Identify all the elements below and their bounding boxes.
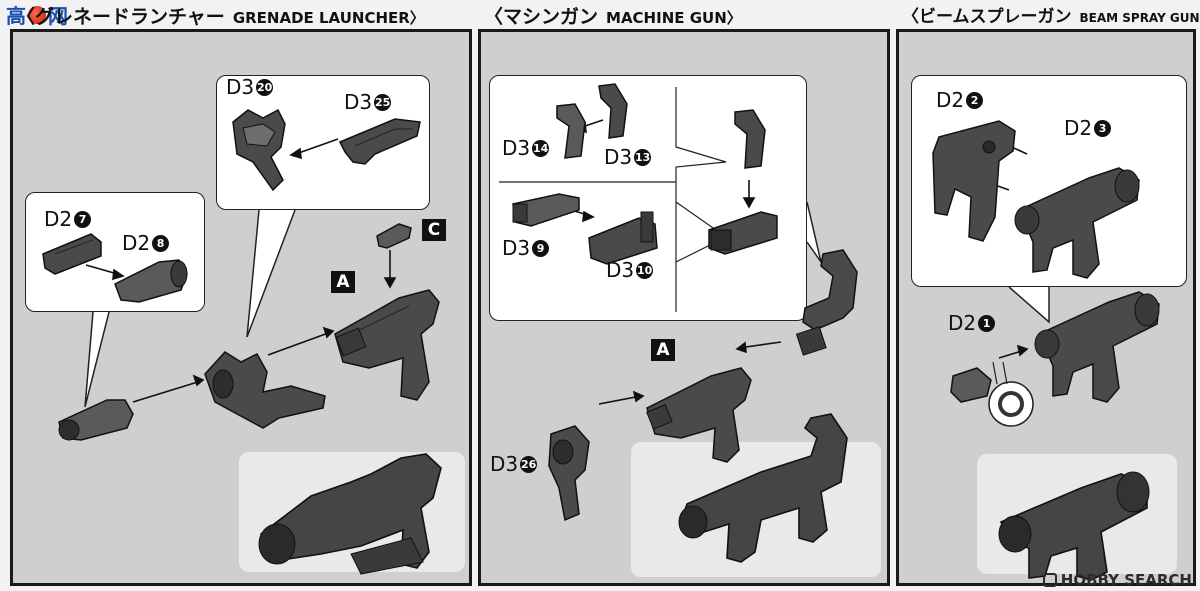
section-title-grenade: 〈グレネードランチャー GRENADE LAUNCHER〉: [16, 2, 425, 32]
part-d2-2: [932, 120, 1016, 242]
part-stock-assembled: [708, 211, 778, 255]
watermark-text: HOBBY SEARCH: [1060, 571, 1192, 589]
logo-char: 网: [48, 4, 68, 28]
panel-machine-gun: [478, 29, 890, 586]
title-jp: 〈ビームスプレーガン: [902, 7, 1072, 27]
part-grip-assembled: [734, 109, 766, 169]
panel-beam-spray-gun: [896, 29, 1196, 586]
watermark: HOBBY SEARCH: [1042, 571, 1192, 589]
part-grenade-body: [204, 351, 326, 429]
completed-grenade-launcher: [258, 453, 442, 575]
callout-pointers: [84, 138, 397, 408]
part-mg-base-a: [646, 367, 752, 463]
part-d3-20: [232, 108, 286, 192]
part-d3-26: [548, 425, 590, 522]
part-c: [376, 223, 412, 249]
part-d2-3: [1014, 167, 1140, 279]
part-barrel-assembled: [58, 399, 134, 441]
completed-machine-gun: [678, 413, 848, 563]
ball-icon: [28, 5, 46, 24]
title-en: BEAM SPRAY GUN〉: [1079, 11, 1200, 25]
part-d2-7: [42, 233, 102, 275]
title-en: MACHINE GUN〉: [606, 9, 742, 27]
part-d2-8: [114, 259, 188, 303]
completed-beam-spray-gun: [998, 471, 1150, 581]
section-title-beam-spray-gun: 〈ビームスプレーガン BEAM SPRAY GUN〉: [902, 2, 1200, 32]
logo-char: 高: [6, 4, 26, 28]
part-d3-14: [556, 103, 586, 159]
title-jp: 〈グレネードランチャー: [16, 6, 225, 28]
part-d2-1: [950, 367, 992, 403]
part-d3-25: [338, 118, 421, 165]
title-jp: 〈マシンガン: [484, 6, 599, 28]
site-logo: 高 网: [6, 0, 68, 29]
title-en: GRENADE LAUNCHER〉: [232, 9, 425, 27]
part-d3-9: [512, 193, 580, 227]
section-title-machine-gun: 〈マシンガン MACHINE GUN〉: [484, 2, 742, 32]
tag-c: C: [422, 219, 446, 241]
hobby-search-icon: [1042, 573, 1057, 587]
panel-grenade-launcher: [10, 29, 472, 586]
tag-a: A: [331, 271, 355, 293]
part-base-gun-a: [334, 289, 440, 401]
part-beam-body: [1034, 291, 1160, 403]
part-d3-13: [598, 83, 628, 139]
part-mg-stock-grip: [795, 249, 858, 356]
tag-a: A: [651, 339, 675, 361]
part-d3-10: [588, 211, 658, 265]
